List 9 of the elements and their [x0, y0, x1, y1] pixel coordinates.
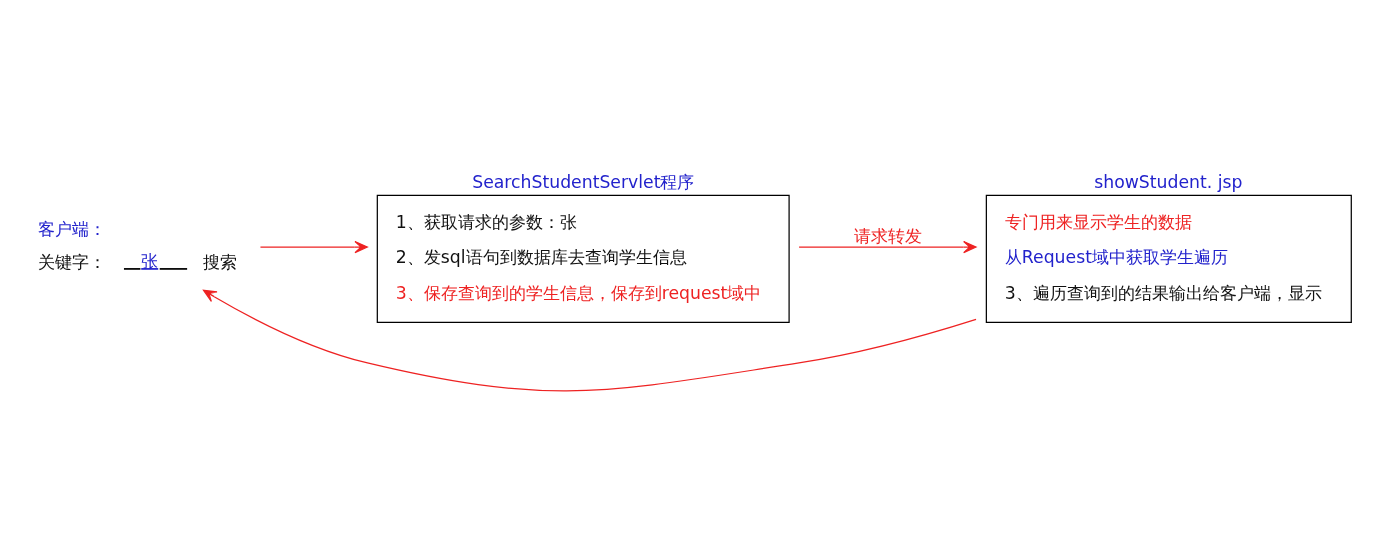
node-text: 客户端： 关键字： 张 搜索	[37, 218, 237, 273]
arrow	[798, 240, 977, 254]
arrow	[202, 289, 977, 392]
node-label: SearchStudentServlet程序	[472, 172, 695, 193]
edge-label: 请求转发	[853, 226, 922, 247]
node-box: 专门用来显示学生的数据 从Request域中获取学生遍历 3、遍历查询到的结果输出给客户端，显示	[985, 194, 1352, 323]
node-box: 1、获取请求的参数：张 2、发sql语句到数据库去查询学生信息 3、保存查询到的学生信息，保存到request域中	[376, 194, 790, 323]
node-label: showStudent. jsp	[1094, 172, 1243, 193]
arrow	[259, 240, 368, 254]
